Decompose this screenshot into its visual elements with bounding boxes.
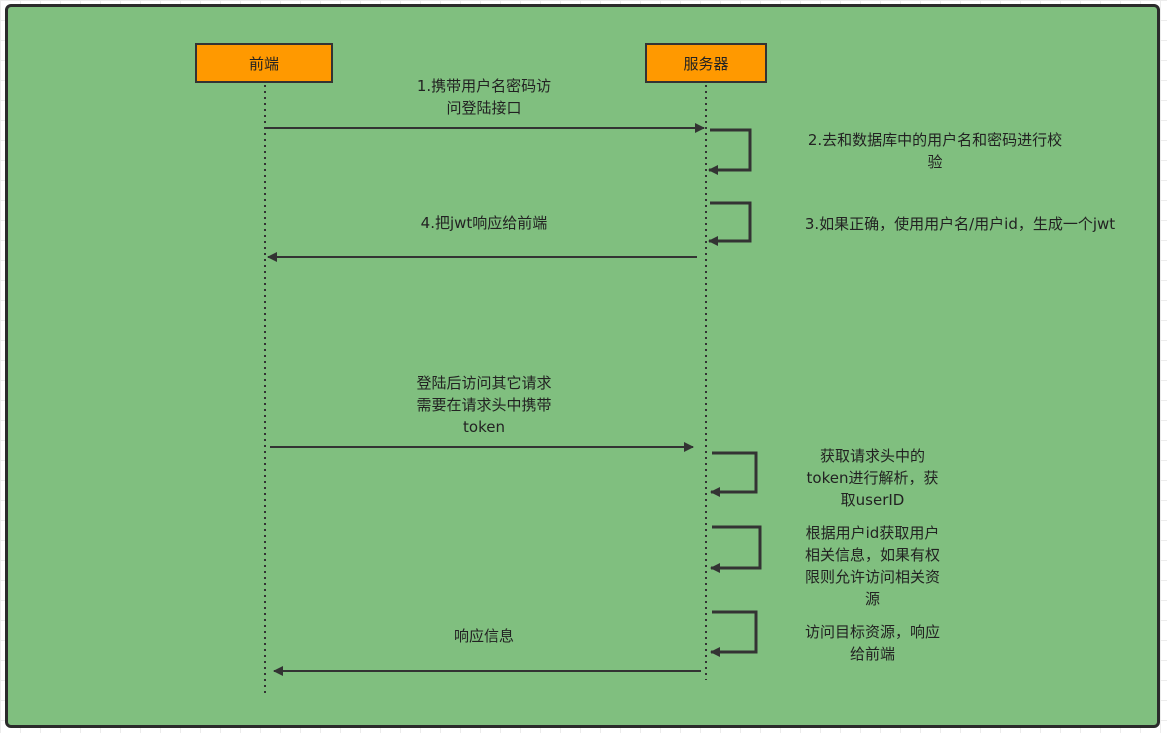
participant-frontend: 前端 — [195, 43, 333, 83]
message-label-generate-jwt: 3.如果正确，使用用户名/用户id，生成一个jwt — [804, 215, 1116, 233]
diagram-canvas — [5, 4, 1160, 728]
message-label-login: 1.携带用户名密码访 问登陆接口 — [416, 77, 552, 117]
self-call-arrow-parse-token — [710, 451, 758, 497]
participant-frontend-label: 前端 — [248, 54, 279, 73]
message-label-check-permission: 根据用户id获取用户 相关信息，如果有权 限则允许访问相关资 源 — [804, 524, 940, 608]
participant-server: 服务器 — [645, 43, 767, 83]
self-call-arrow-verify — [708, 128, 752, 175]
self-call-arrow-check-permission — [710, 525, 762, 573]
self-call-arrow-generate-jwt — [708, 201, 752, 246]
participant-server-label: 服务器 — [683, 54, 729, 73]
message-label-response: 响应信息 — [453, 627, 514, 645]
message-label-access-resource: 访问目标资源，响应 给前端 — [804, 623, 940, 663]
self-call-arrow-access-resource — [710, 610, 758, 657]
message-label-parse-token: 获取请求头中的 token进行解析，获 取userID — [806, 447, 939, 509]
message-label-return-jwt: 4.把jwt响应给前端 — [420, 214, 548, 232]
message-label-request-with-token: 登陆后访问其它请求 需要在请求头中携带 token — [416, 374, 552, 436]
message-label-verify: 2.去和数据库中的用户名和密码进行校 验 — [807, 131, 1063, 171]
